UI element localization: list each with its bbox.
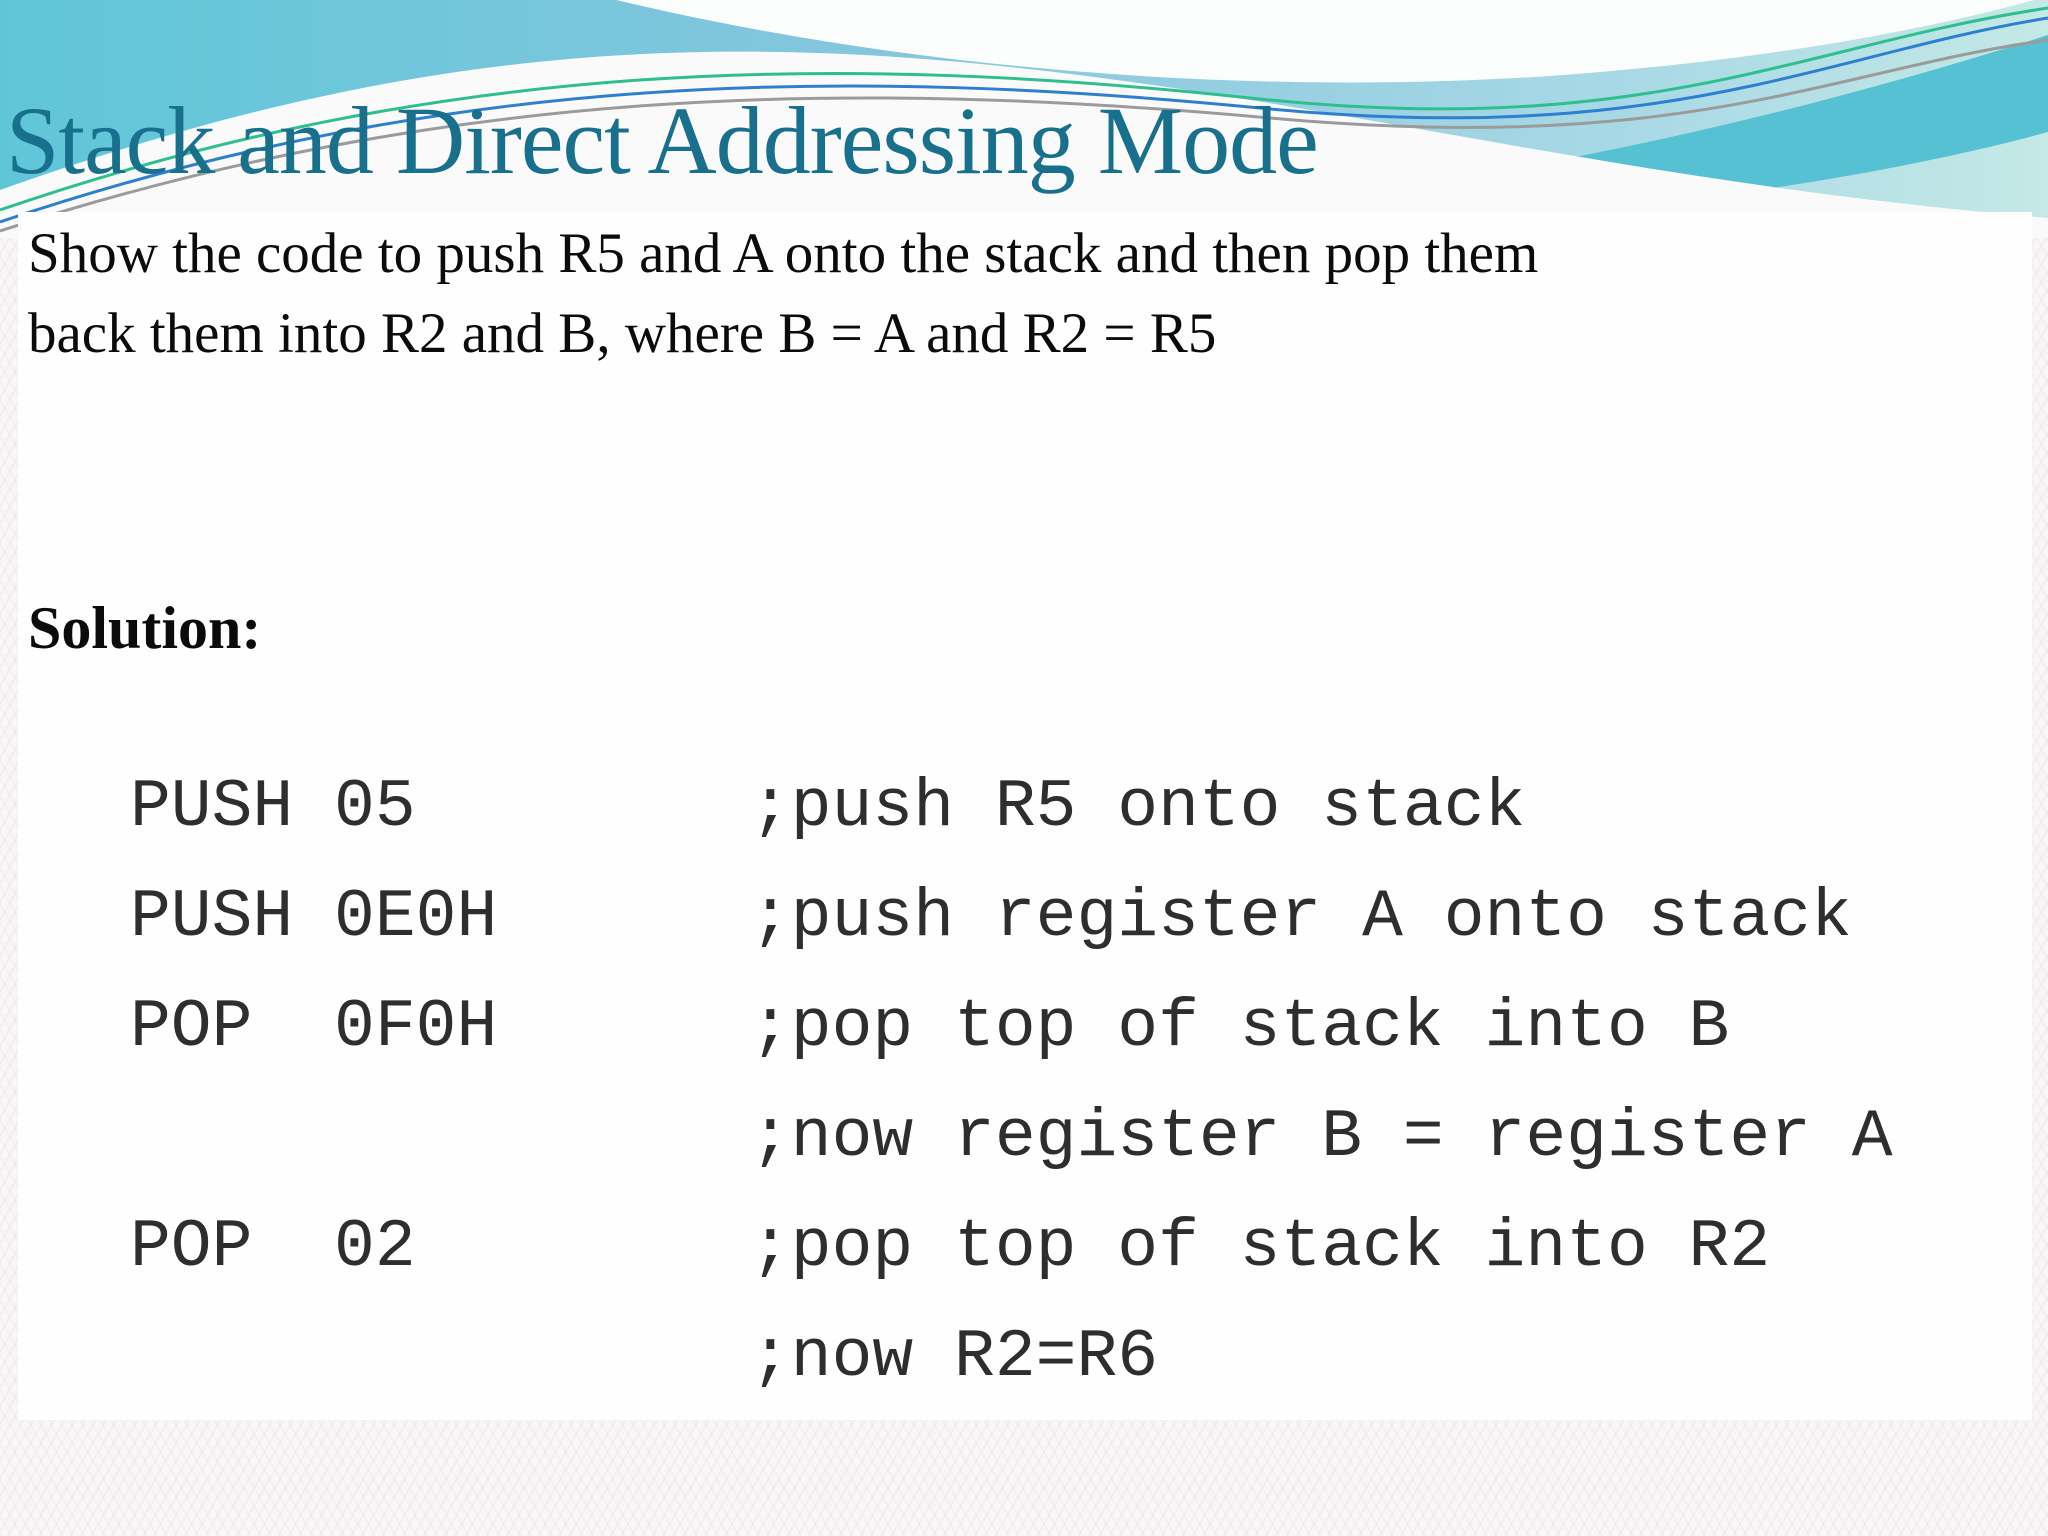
header-teal-band <box>950 35 2048 236</box>
header-top-white-swoosh <box>616 0 2034 83</box>
header-wave-art <box>0 0 2048 238</box>
accent-curve-green <box>0 6 2048 212</box>
solution-heading: Solution: <box>28 595 262 661</box>
code-instruction: PUSH 0E0H <box>130 878 498 956</box>
code-line: POP 02 ;pop top of stack into R2 <box>18 1192 2032 1302</box>
slide-title: Stack and Direct Addressing Mode <box>6 87 1319 194</box>
accent-curve-gray <box>0 38 2048 233</box>
code-line: PUSH 0E0H ;push register A onto stack <box>18 862 2032 972</box>
code-line: ;now register B = register A <box>18 1082 2032 1192</box>
code-instruction: PUSH 05 <box>130 768 416 846</box>
code-instruction: POP 0F0H <box>130 988 498 1066</box>
code-line: POP 0F0H ;pop top of stack into B <box>18 972 2032 1082</box>
code-comment: ;push register A onto stack <box>750 878 1852 956</box>
problem-line-1: Show the code to push R5 and A onto the … <box>28 222 1539 285</box>
code-line: PUSH 05 ;push R5 onto stack <box>18 752 2032 862</box>
code-line: ;now R2=R6 <box>18 1302 2032 1412</box>
problem-line-2: back them into R2 and B, where B = A and… <box>28 302 1217 365</box>
code-comment: ;pop top of stack into B <box>750 988 1730 1066</box>
problem-statement: Show the code to push R5 and A onto the … <box>28 214 1538 374</box>
accent-curve-blue <box>0 16 2048 224</box>
code-instruction: POP 02 <box>130 1208 416 1286</box>
content-panel: Show the code to push R5 and A onto the … <box>18 212 2032 1420</box>
code-comment: ;now register B = register A <box>750 1098 1893 1176</box>
code-comment: ;pop top of stack into R2 <box>750 1208 1771 1286</box>
header-title-wave <box>0 51 2048 238</box>
code-comment: ;push R5 onto stack <box>750 768 1526 846</box>
assembly-code-block: PUSH 05 ;push R5 onto stack PUSH 0E0H ;p… <box>18 752 2032 1412</box>
code-comment: ;now R2=R6 <box>750 1318 1159 1396</box>
